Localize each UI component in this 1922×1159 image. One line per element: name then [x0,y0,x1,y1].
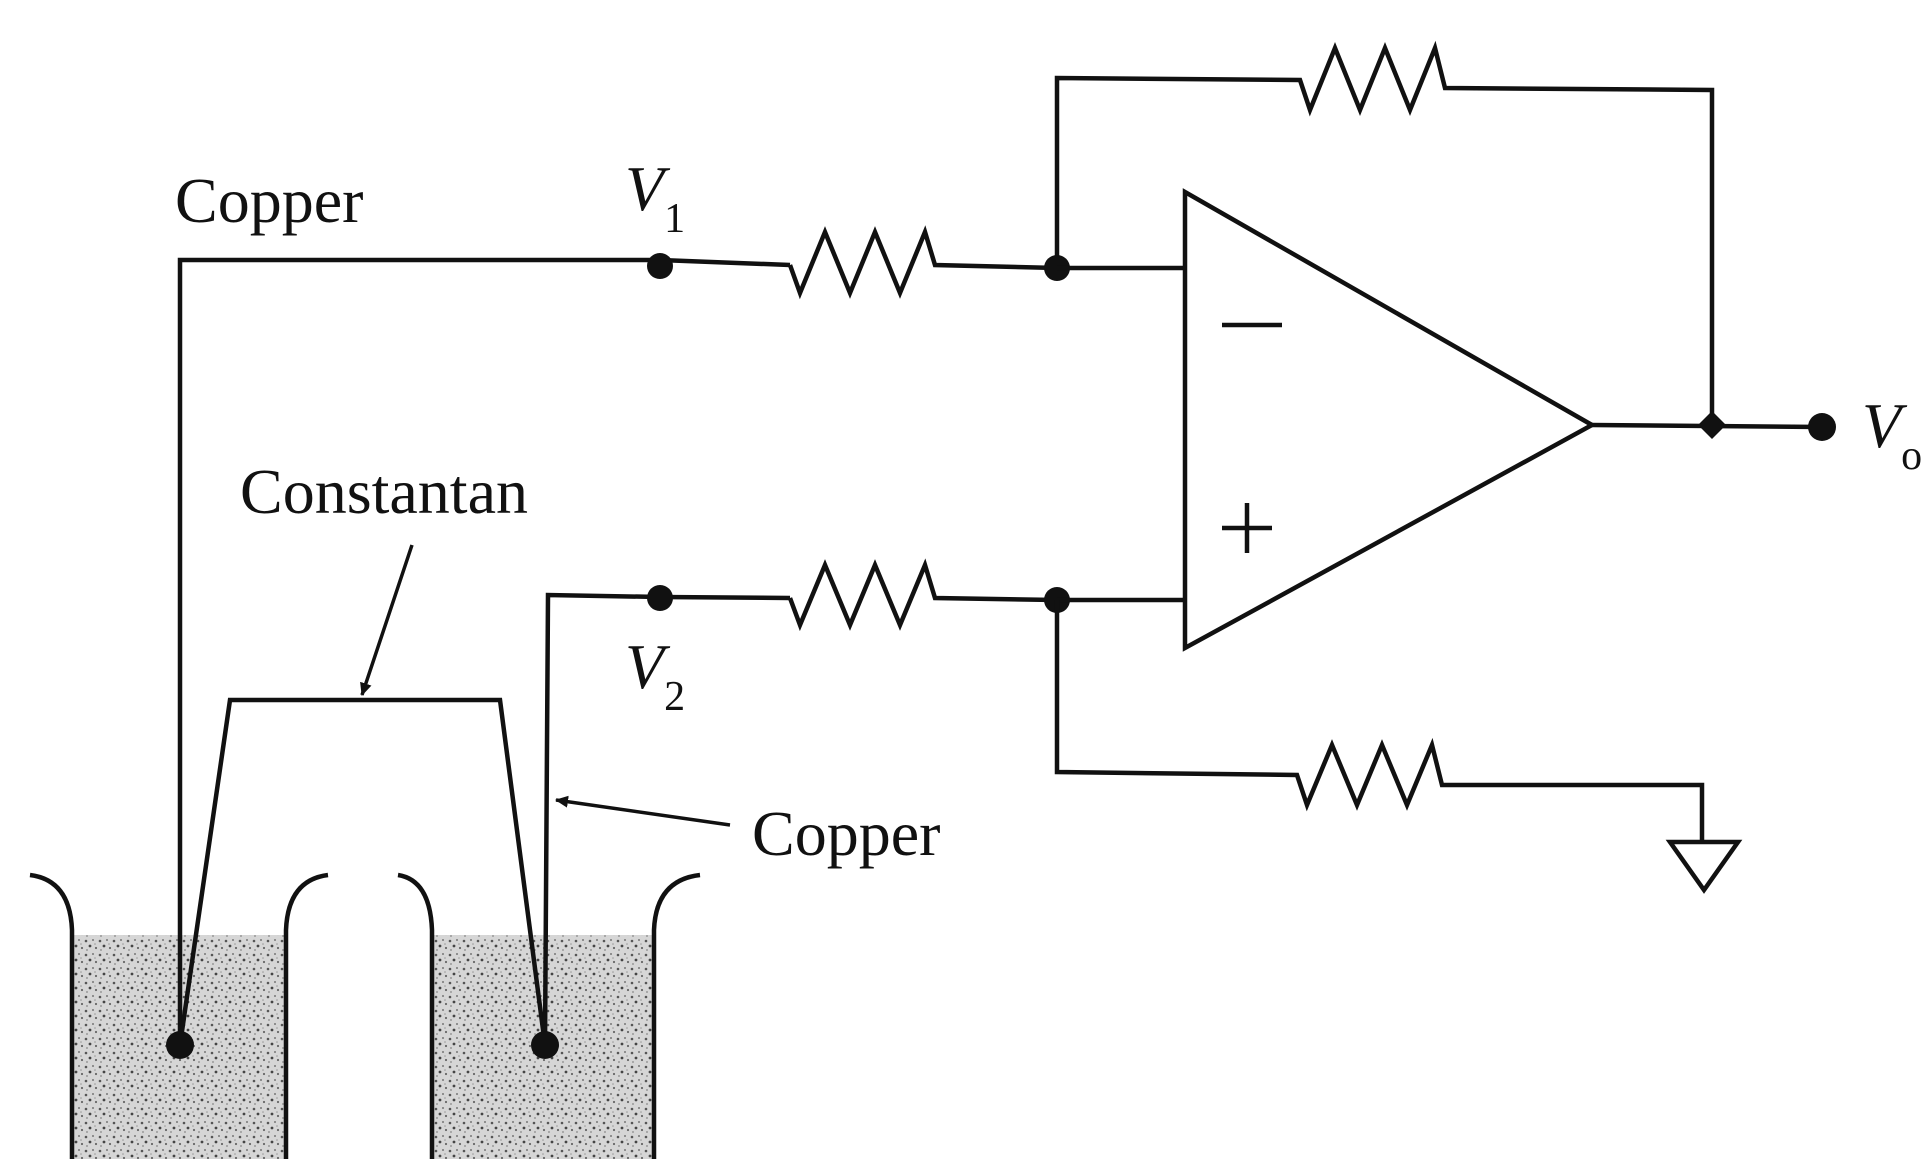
copper-label-top: Copper [175,165,363,236]
vo-label: Vo [1862,390,1922,479]
copper-wire-top [177,257,791,1045]
measuring-junction [531,1031,559,1059]
v1-terminal [647,253,673,279]
copper-arrow [555,795,731,827]
v2-label: V2 [625,631,685,720]
v1-label: V1 [625,153,685,242]
resistor-input-2 [787,558,1058,632]
output-node [1698,411,1726,439]
constantan-label: Constantan [240,456,528,527]
v2-terminal [647,585,673,611]
resistor-ground [1054,600,1705,840]
vo-terminal [1808,413,1836,441]
ground-icon [1665,839,1743,894]
bath-right [397,872,701,1159]
resistor-input-1 [787,225,1058,300]
constantan-arrow [360,544,414,696]
copper-wire-right [542,592,791,1046]
reference-junction [166,1031,194,1059]
constantan-wire [177,697,548,1046]
feedback-wire [1054,40,1715,425]
copper-label-right: Copper [752,798,940,869]
noninverting-input-symbol [1222,503,1272,553]
op-amp [1182,188,1597,652]
